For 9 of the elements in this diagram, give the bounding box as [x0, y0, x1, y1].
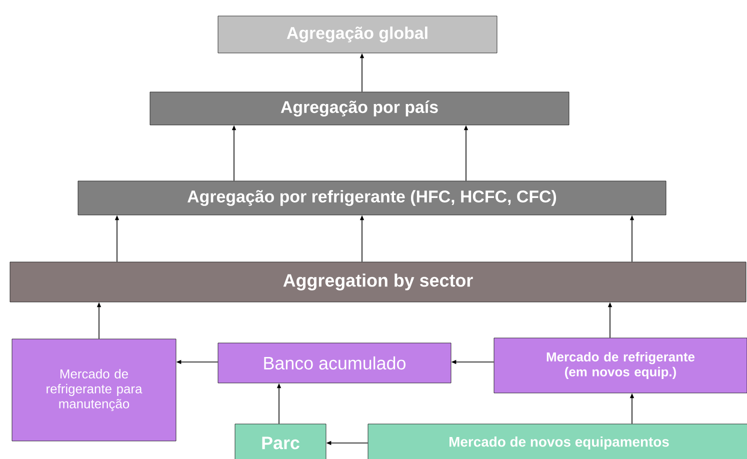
- market-box: Mercado de refrigerante para manutenção: [12, 338, 176, 442]
- bank-box: Banco acumulado: [218, 342, 452, 384]
- title-box: Agregação global: [218, 16, 498, 54]
- market-box: Mercado de novos equipamentos: [368, 424, 747, 459]
- market-box: Mercado de refrigerante (em novos equip.): [494, 338, 747, 394]
- level-box: Agregação por país: [150, 92, 570, 126]
- level-box: Agregação por refrigerante (HFC, HCFC, CFC): [78, 180, 666, 216]
- sector-band: Aggregation by sector: [10, 262, 746, 302]
- parc-box: Parc: [234, 424, 326, 459]
